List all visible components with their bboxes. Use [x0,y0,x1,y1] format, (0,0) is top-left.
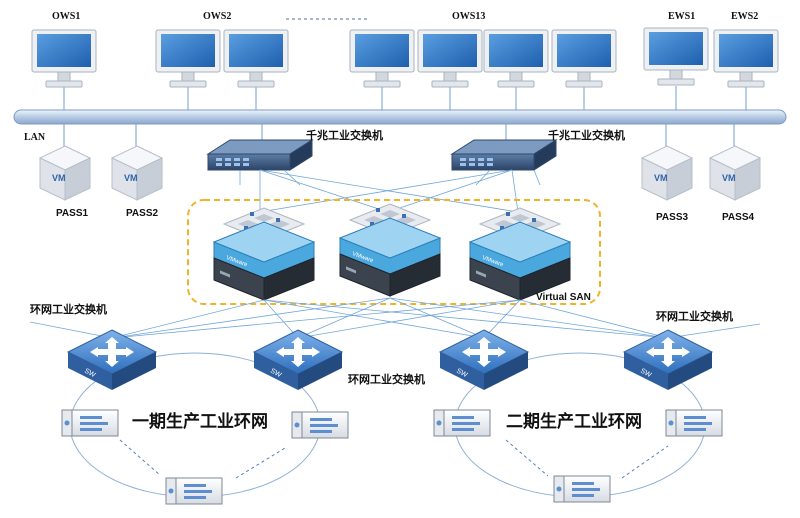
gigabit-switch-left [207,139,313,171]
sw-label: SW [269,368,283,380]
label-gigabit-switch-left: 千兆工业交换机 [306,128,383,142]
lan-label: LAN [24,132,46,143]
label-pass1: PASS1 [56,208,88,219]
ring2-server-right [665,409,723,437]
label-pass2: PASS2 [126,208,158,219]
workstation-ows2 [155,29,289,88]
label-gigabit-switch-right: 千兆工业交换机 [548,128,625,142]
label-ows13: OWS13 [452,11,485,22]
label-ring-switch-4: 环网工业交换机 [656,309,733,323]
label-ows2: OWS2 [203,11,231,22]
vsan-node-2 [339,203,441,297]
ring-switch-4 [623,329,713,391]
label-ews1: EWS1 [668,11,695,22]
sw-label: SW [639,368,653,380]
ring2-server-left [433,409,491,437]
virtual-san-label: Virtual SAN [536,292,591,303]
ring1-server-bottom [165,477,223,505]
workstation-ows1 [31,29,97,88]
sw-label: SW [83,368,97,380]
vm-pass4: VM [709,145,761,201]
vm-label: VM [124,173,138,183]
ring1-server-right [291,411,349,439]
label-pass4: PASS4 [722,212,754,223]
ring-switch-2 [253,329,343,391]
label-ews2: EWS2 [731,11,758,22]
workstation-ews2 [713,29,779,88]
vm-pass3: VM [641,145,693,201]
sw-label: SW [455,368,469,380]
lan-bus [13,109,787,125]
ring2-label: 二期生产工业环网 [506,411,642,432]
workstation-ews1 [643,27,709,86]
gigabit-switch-right [451,139,557,171]
label-ows1: OWS1 [52,11,80,22]
vm-label: VM [654,173,668,183]
ring-switch-1 [67,329,157,391]
vm-label: VM [722,173,736,183]
ring2-server-bottom [553,475,611,503]
vsan-node-1 [213,207,315,301]
ring-switch-3 [439,329,529,391]
ring1-server-left [61,409,119,437]
vsan-node-3 [469,207,571,301]
workstation-ows13 [349,29,617,88]
vm-pass2: VM [111,145,163,201]
vm-label: VM [52,173,66,183]
virtual-san-box [187,199,601,305]
label-ring-switch-2: 环网工业交换机 [348,372,425,386]
ring1-label: 一期生产工业环网 [132,411,268,432]
label-pass3: PASS3 [656,212,688,223]
label-ring-switch-1: 环网工业交换机 [30,302,107,316]
vm-pass1: VM [39,145,91,201]
